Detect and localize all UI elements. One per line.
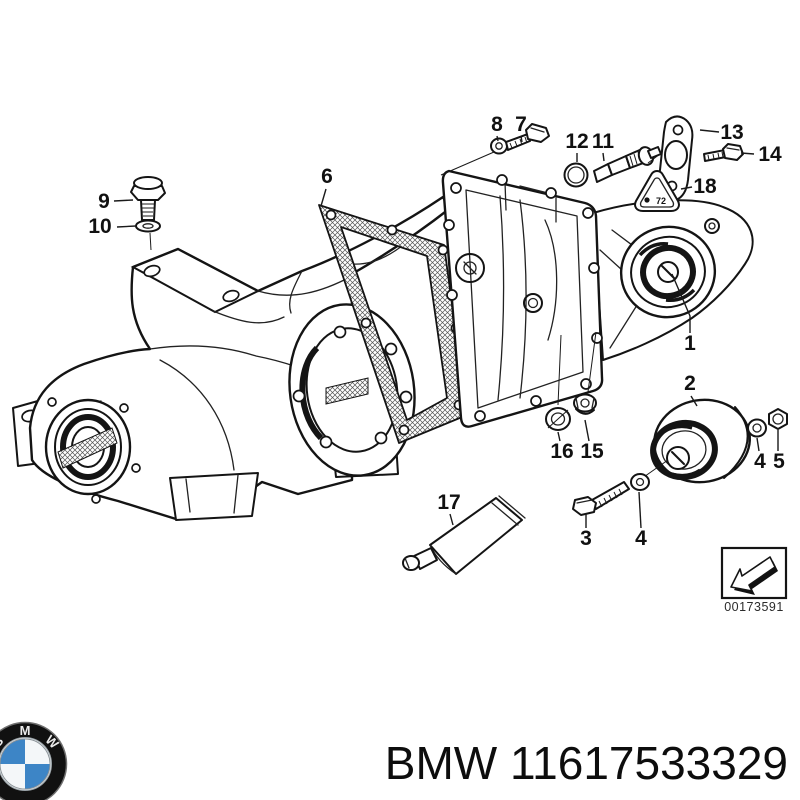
triangle-symbol-text: 72 xyxy=(656,196,666,206)
svg-text:9: 9 xyxy=(98,190,110,213)
callout-3: 3 xyxy=(580,513,592,550)
svg-text:17: 17 xyxy=(437,491,460,514)
washer-10 xyxy=(135,219,161,251)
speed-sensor-11 xyxy=(593,146,665,183)
bmw-quadrant-white-tr xyxy=(25,739,50,764)
drawing-number: 00173591 xyxy=(724,600,784,614)
callout-17: 17 xyxy=(437,491,461,526)
callout-2: 2 xyxy=(684,372,698,407)
nut-5 xyxy=(768,408,788,430)
callout-12: 12 xyxy=(565,130,589,162)
callout-9: 9 xyxy=(98,190,134,213)
sealant-tube-17 xyxy=(402,495,526,575)
svg-text:14: 14 xyxy=(758,143,782,166)
svg-text:8: 8 xyxy=(491,113,503,136)
bmw-logo: B M W xyxy=(0,721,68,800)
svg-text:11: 11 xyxy=(592,130,615,153)
callout-10: 10 xyxy=(88,215,137,238)
exploded-parts-diagram: 72 xyxy=(12,113,788,614)
rear-cover-plate xyxy=(441,169,604,428)
callout-8: 8 xyxy=(491,113,503,142)
callout-13: 13 xyxy=(699,121,744,144)
bmw-quadrant-blue-br xyxy=(25,764,50,789)
svg-text:7: 7 xyxy=(515,113,527,136)
callout-4-mount: 4 xyxy=(754,437,766,473)
svg-text:5: 5 xyxy=(773,450,785,473)
washer-4-bolt xyxy=(630,473,650,491)
part-number: 11617533329 xyxy=(510,737,788,789)
arrow-icon xyxy=(730,556,776,592)
warning-triangle-18: 72 xyxy=(634,170,680,212)
svg-text:3: 3 xyxy=(580,527,592,550)
bolt-9 xyxy=(130,176,166,221)
bolt-3 xyxy=(572,459,669,516)
bolt-14 xyxy=(703,143,744,162)
callout-11: 11 xyxy=(592,130,615,162)
svg-text:6: 6 xyxy=(321,165,333,188)
seal-ring-16 xyxy=(545,407,571,431)
callout-15: 15 xyxy=(580,419,604,463)
callout-7: 7 xyxy=(515,113,527,143)
washer-8 xyxy=(440,137,508,176)
svg-text:4: 4 xyxy=(635,527,647,550)
callout-18: 18 xyxy=(680,175,717,198)
callout-16: 16 xyxy=(550,431,574,463)
washer-4-mount xyxy=(747,418,767,438)
callout-1: 1 xyxy=(671,273,696,355)
svg-text:10: 10 xyxy=(88,215,111,238)
part-number-title: BMW 11617533329 xyxy=(385,736,788,790)
bmw-letter-m: M xyxy=(20,723,31,738)
drawing-number-box: 00173591 xyxy=(720,546,788,614)
svg-text:1: 1 xyxy=(684,332,696,355)
svg-text:18: 18 xyxy=(693,175,717,198)
bolt-7 xyxy=(505,123,550,151)
callout-14: 14 xyxy=(740,143,782,166)
svg-text:4: 4 xyxy=(754,450,766,473)
callouts: 1 2 3 4 4 5 6 7 xyxy=(88,113,785,550)
svg-text:2: 2 xyxy=(684,372,696,395)
svg-text:12: 12 xyxy=(565,130,588,153)
callout-6: 6 xyxy=(320,165,333,207)
svg-text:13: 13 xyxy=(720,121,743,144)
bmw-quadrant-blue-tl xyxy=(0,739,25,764)
svg-text:15: 15 xyxy=(580,440,604,463)
drain-plug-15 xyxy=(573,393,597,415)
svg-text:16: 16 xyxy=(550,440,573,463)
callout-4-bolt: 4 xyxy=(635,491,647,550)
rubber-mount-2 xyxy=(650,398,752,484)
brand-name: BMW xyxy=(384,737,498,789)
o-ring-12 xyxy=(563,162,589,188)
bmw-letter-b: B xyxy=(0,733,6,750)
callout-5: 5 xyxy=(773,430,785,473)
rubber-mount-1 xyxy=(619,225,717,319)
bmw-quadrant-white-bl xyxy=(0,764,25,789)
